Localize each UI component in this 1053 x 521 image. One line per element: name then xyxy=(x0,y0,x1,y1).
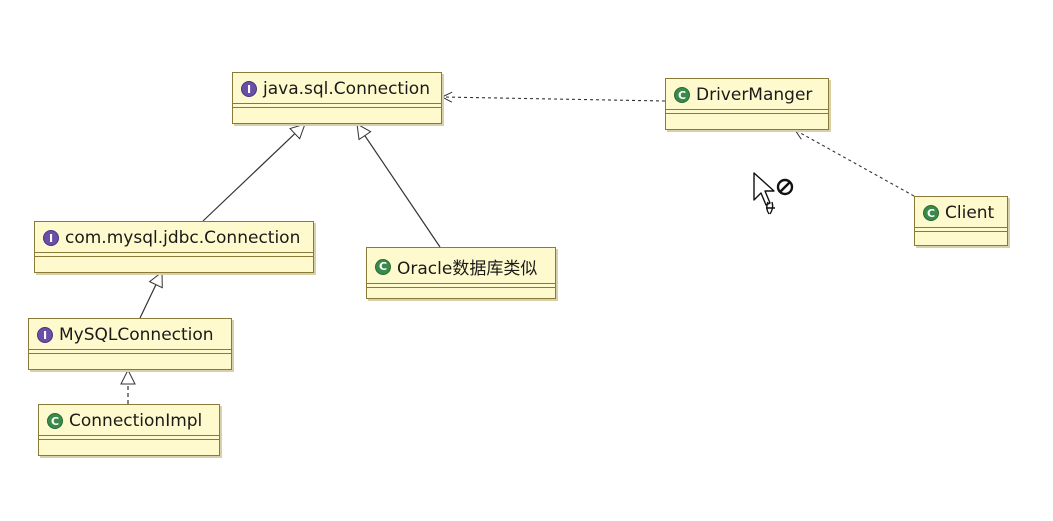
no-drop-cursor-icon xyxy=(753,172,794,215)
class-icon: C xyxy=(47,413,63,429)
attributes-compartment xyxy=(233,103,441,107)
class-icon: C xyxy=(674,87,690,103)
class-icon: C xyxy=(375,258,391,275)
node-label: java.sql.Connection xyxy=(263,79,430,99)
methods-compartment xyxy=(35,256,313,260)
edge-drivermanger-to-java-sql xyxy=(442,97,666,101)
methods-compartment xyxy=(666,113,828,117)
attributes-compartment xyxy=(35,252,313,256)
edge-client-to-drivermanger xyxy=(795,130,915,197)
attributes-compartment xyxy=(666,109,828,113)
methods-compartment xyxy=(367,287,555,291)
node-label: Client xyxy=(945,203,995,223)
class-icon: C xyxy=(923,205,939,221)
node-label: com.mysql.jdbc.Connection xyxy=(65,228,301,248)
attributes-compartment xyxy=(39,435,219,439)
uml-class-client[interactable]: C Client xyxy=(914,196,1008,246)
uml-class-oracle[interactable]: C Oracle数据库类似 xyxy=(366,247,556,299)
methods-compartment xyxy=(39,439,219,443)
node-label: MySQLConnection xyxy=(59,325,214,345)
methods-compartment xyxy=(915,231,1007,235)
edge-mysqlconnection-to-mysql-jdbc xyxy=(139,272,162,319)
attributes-compartment xyxy=(29,349,231,353)
node-label: DriverManger xyxy=(696,85,813,105)
edge-mysql-jdbc-to-java-sql xyxy=(202,124,305,222)
edge-oracle-to-java-sql xyxy=(357,124,441,248)
uml-class-driver-manger[interactable]: C DriverManger xyxy=(665,78,829,130)
attributes-compartment xyxy=(915,227,1007,231)
uml-interface-mysql-connection[interactable]: I MySQLConnection xyxy=(28,318,232,370)
uml-interface-com-mysql-jdbc-connection[interactable]: I com.mysql.jdbc.Connection xyxy=(34,221,314,273)
node-label: ConnectionImpl xyxy=(69,411,203,431)
interface-icon: I xyxy=(241,81,257,97)
methods-compartment xyxy=(233,107,441,111)
interface-icon: I xyxy=(43,230,59,246)
methods-compartment xyxy=(29,353,231,357)
uml-class-connection-impl[interactable]: C ConnectionImpl xyxy=(38,404,220,456)
node-label: Oracle数据库类似 xyxy=(397,259,538,279)
attributes-compartment xyxy=(367,283,555,287)
interface-icon: I xyxy=(37,327,53,343)
uml-interface-java-sql-connection[interactable]: I java.sql.Connection xyxy=(232,72,442,124)
